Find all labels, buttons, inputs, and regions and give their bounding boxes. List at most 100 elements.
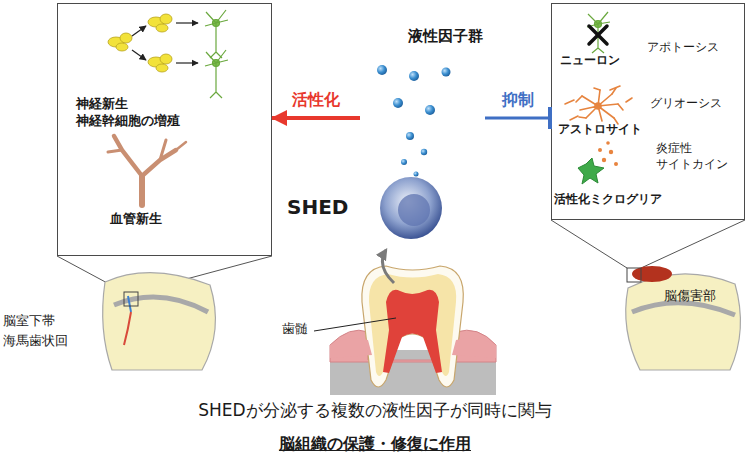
process-arrow — [176, 62, 198, 63]
microglia-symbol — [578, 141, 618, 184]
blood-vessel — [142, 150, 176, 176]
part-label: 歯髄 — [282, 321, 308, 338]
leader-line — [314, 318, 396, 331]
leader-line — [314, 318, 396, 331]
stem-cell — [116, 43, 128, 51]
stem-cell — [160, 14, 172, 24]
cross-mark — [589, 26, 607, 44]
tooth-illustration — [330, 266, 496, 395]
astrocyte-symbol — [576, 88, 623, 124]
factor-dot — [414, 172, 419, 177]
process-arrow — [132, 26, 146, 36]
origin-arrow — [382, 250, 394, 283]
inhibition-connector — [485, 117, 551, 120]
node-text: アストロサイト — [558, 122, 642, 138]
astrocyte-symbol — [595, 103, 601, 109]
brain-slice — [124, 292, 138, 306]
edge-label: 活性化 — [292, 90, 340, 111]
tooth-illustration — [330, 330, 496, 362]
brain-slice — [114, 297, 208, 312]
blood-vessel — [108, 136, 186, 205]
microglia-symbol — [609, 150, 613, 154]
stem-cell — [108, 14, 172, 72]
part-label: 脳室下帯 — [3, 313, 55, 330]
blood-vessel — [114, 136, 142, 176]
factor-cluster: 液性因子群 — [360, 25, 485, 190]
node-text: 液性因子群 — [408, 27, 483, 47]
part-label: 海馬歯状回 — [3, 333, 68, 350]
neuron-symbol — [587, 12, 610, 53]
node-text: グリオーシス — [650, 96, 722, 112]
brain-slice — [103, 273, 216, 370]
factor-dot — [406, 132, 414, 140]
activation-arrow — [272, 116, 360, 120]
blood-vessel — [176, 142, 186, 150]
neuron-symbol — [205, 50, 228, 98]
blood-vessel — [139, 176, 145, 205]
blood-vessel — [160, 140, 166, 160]
node-text: アポトーシス — [647, 40, 719, 56]
shed-cell: SHED — [379, 176, 443, 240]
brain-slice — [626, 274, 741, 370]
node-text: 活性化ミクログリア — [554, 192, 662, 208]
inhibition-panel: アポトーシスニューロングリオーシスアストロサイト炎症性 サイトカイン活性化ミクロ… — [551, 3, 745, 220]
cross-mark — [589, 26, 607, 44]
stem-cell — [156, 64, 168, 72]
node-text: 炎症性 サイトカイン — [656, 141, 734, 172]
process-arrow — [176, 22, 198, 23]
tooth-illustration — [383, 290, 442, 373]
zoom-line — [641, 220, 745, 268]
microglia-symbol — [614, 162, 618, 166]
cell-body — [380, 177, 442, 239]
figure-caption: SHEDが分泌する複数の液性因子が同時に関与 — [0, 399, 750, 421]
node-text: ニューロン — [560, 53, 620, 69]
tooth-illustration — [330, 338, 372, 358]
tooth-illustration — [369, 274, 456, 376]
factor-dot — [401, 159, 407, 165]
node-text: 血管新生 — [110, 211, 162, 228]
edge-label: 抑制 — [502, 90, 534, 111]
brain-slice — [103, 273, 216, 370]
astrocyte-symbol — [565, 86, 632, 120]
factor-dot — [421, 149, 427, 155]
microglia-symbol — [602, 158, 606, 162]
node-text: SHED — [287, 194, 348, 220]
tooth-illustration — [362, 266, 463, 387]
brain-slice — [626, 266, 741, 370]
microglia-symbol — [598, 148, 602, 152]
brain-slice — [627, 268, 641, 282]
microglia-symbol — [578, 158, 604, 184]
stem-cell — [160, 54, 172, 64]
zoom-line — [551, 220, 627, 268]
origin-arrow — [382, 250, 394, 283]
summary-text: 脳組織の保護・修復に作用 — [0, 434, 750, 455]
factor-dot — [377, 65, 387, 75]
neuron-symbol — [205, 10, 228, 98]
activation-panel: 神経新生 神経幹細胞の増殖血管新生 — [57, 3, 272, 256]
brain-slice — [128, 296, 131, 312]
cell-nucleus — [398, 194, 430, 226]
microglia-symbol — [606, 141, 610, 145]
factor-dot — [393, 98, 403, 108]
blood-vessel — [108, 150, 122, 152]
part-label: 脳傷害部 — [664, 288, 716, 305]
factor-dot — [409, 71, 419, 81]
brain-slice — [124, 312, 131, 345]
stem-cell — [156, 24, 168, 32]
process-arrow — [132, 50, 146, 60]
neuron-symbol — [587, 12, 610, 53]
neuron-symbol — [205, 10, 228, 58]
stem-cell — [120, 33, 132, 43]
cross-mark — [589, 26, 607, 44]
process-arrow — [132, 23, 198, 63]
tooth-illustration — [452, 338, 496, 358]
factor-dot — [377, 65, 451, 177]
factor-dot — [442, 68, 451, 77]
factor-dot — [425, 105, 435, 115]
astrocyte-symbol — [565, 86, 632, 124]
brain-slice — [632, 303, 735, 315]
